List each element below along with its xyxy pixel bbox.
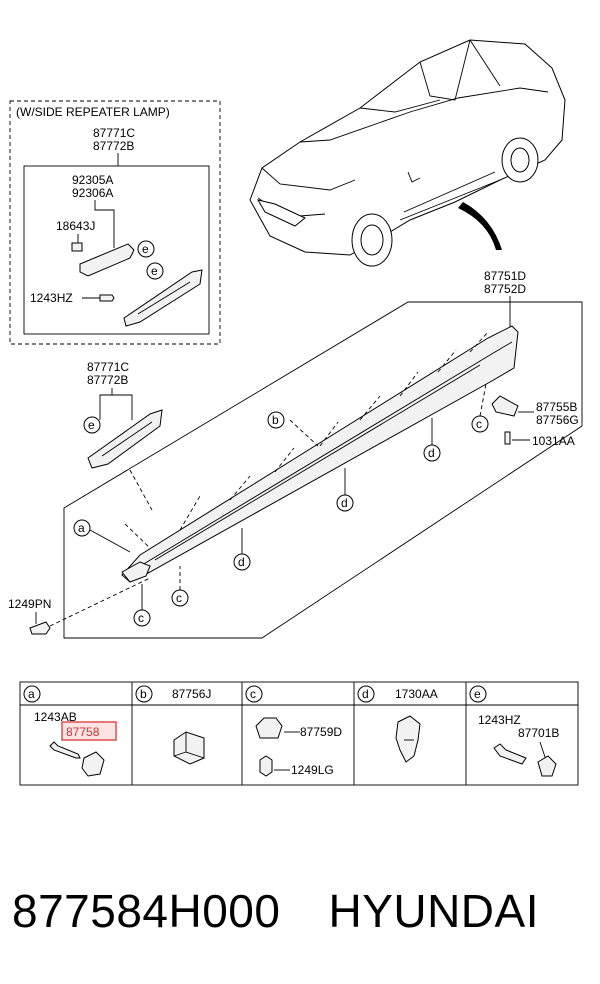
inset-screw: [99, 294, 115, 302]
inset-garnish: [123, 269, 203, 327]
garnish-part: [87, 409, 163, 469]
inset-lamp-label-2: 92306A: [72, 186, 113, 200]
cell-c-screw-label: 1249LG: [291, 763, 334, 777]
inset-frame: [9, 100, 221, 345]
table-callout-d: [357, 685, 375, 703]
cell-a-screw-label: 1243AB: [34, 710, 77, 724]
table-callout-a: [23, 685, 41, 703]
svg-text:d: d: [428, 446, 435, 460]
cell-a-screw: [49, 741, 81, 759]
garnish-label-1: 87771C: [87, 360, 129, 374]
moulding-end-cap: [121, 561, 151, 583]
inset-title: (W/SIDE REPEATER LAMP): [16, 105, 170, 119]
table-header-b: 87756J: [172, 687, 211, 701]
end-bracket-label-2: 87756G: [536, 413, 579, 427]
side-sill-moulding: [121, 325, 519, 583]
callout-b-main: [267, 411, 285, 429]
cell-d-clip: [395, 715, 421, 763]
footer-brand: HYUNDAI: [328, 885, 539, 937]
moulding-clip-leaders: [124, 331, 489, 549]
cell-c-clip-label: 87759D: [300, 725, 342, 739]
left-screw-part: [29, 621, 51, 635]
callout-e-inset-2: [146, 262, 164, 280]
car-illustration: [249, 39, 566, 267]
cell-e-nut: [537, 755, 557, 777]
moulding-label-1: 87751D: [484, 269, 526, 283]
svg-text:c: c: [176, 591, 182, 605]
cell-a-highlight-label: 87758: [66, 725, 100, 739]
svg-text:e: e: [151, 264, 158, 278]
svg-text:e: e: [142, 242, 149, 256]
inset-lamp-label-1: 92305A: [72, 173, 113, 187]
cell-e-screw: [493, 743, 527, 765]
callout-a-main: [73, 519, 91, 537]
cell-a-highlight-box: [61, 721, 117, 741]
table-callout-c: [245, 685, 263, 703]
inset-bulb: [71, 242, 83, 252]
svg-text:d: d: [341, 496, 348, 510]
main-panel-frame: [63, 301, 583, 639]
cell-e-screw-label: 1243HZ: [478, 713, 521, 727]
table-header-d: 1730AA: [395, 687, 438, 701]
cell-b-clip: [173, 731, 205, 765]
svg-text:d: d: [238, 555, 245, 569]
inset-lamp-body: [79, 243, 135, 277]
left-screw-label: 1249PN: [8, 597, 51, 611]
end-bracket-label-1: 87755B: [536, 400, 577, 414]
footer-caption: 877584H000 HYUNDAI: [12, 884, 592, 938]
inset-screw-label: 1243HZ: [30, 291, 73, 305]
svg-text:d: d: [362, 687, 369, 701]
cell-a-nut: [81, 751, 105, 777]
inset-lamp-assy-label-2: 87772B: [93, 139, 134, 153]
svg-text:e: e: [88, 418, 95, 432]
inset-bulb-label: 18643J: [56, 219, 95, 233]
svg-text:c: c: [250, 687, 256, 701]
cell-c-clip: [255, 717, 283, 739]
table-callout-b: [135, 685, 153, 703]
svg-text:c: c: [476, 417, 482, 431]
svg-text:a: a: [78, 521, 85, 535]
svg-text:e: e: [474, 687, 481, 701]
footer-part-number: 877584H000: [12, 885, 281, 937]
inset-lamp-assy-label-1: 87771C: [93, 126, 135, 140]
svg-text:b: b: [140, 687, 147, 701]
cell-c-screw: [259, 755, 273, 777]
parts-table: a b 87756J c d 1730AA e 1243AB 87758 877…: [19, 681, 579, 786]
moulding-label-2: 87752D: [484, 282, 526, 296]
end-clip-part: [504, 431, 511, 445]
parts-diagram: (W/SIDE REPEATER LAMP) 87771C 87772B 923…: [8, 39, 583, 786]
callout-e-inset-1: [137, 240, 155, 258]
car-pointer-arrow: [458, 202, 502, 250]
svg-text:c: c: [138, 611, 144, 625]
table-callout-e: [469, 685, 487, 703]
inset-lamp-assy-bracket: [23, 165, 210, 335]
svg-text:b: b: [272, 413, 279, 427]
svg-text:a: a: [28, 687, 35, 701]
end-clip-label: 1031AA: [532, 434, 575, 448]
cell-e-nut-label: 87701B: [518, 726, 559, 740]
end-bracket-part: [491, 395, 519, 417]
garnish-label-2: 87772B: [87, 373, 128, 387]
callout-e-garnish: [83, 416, 101, 434]
